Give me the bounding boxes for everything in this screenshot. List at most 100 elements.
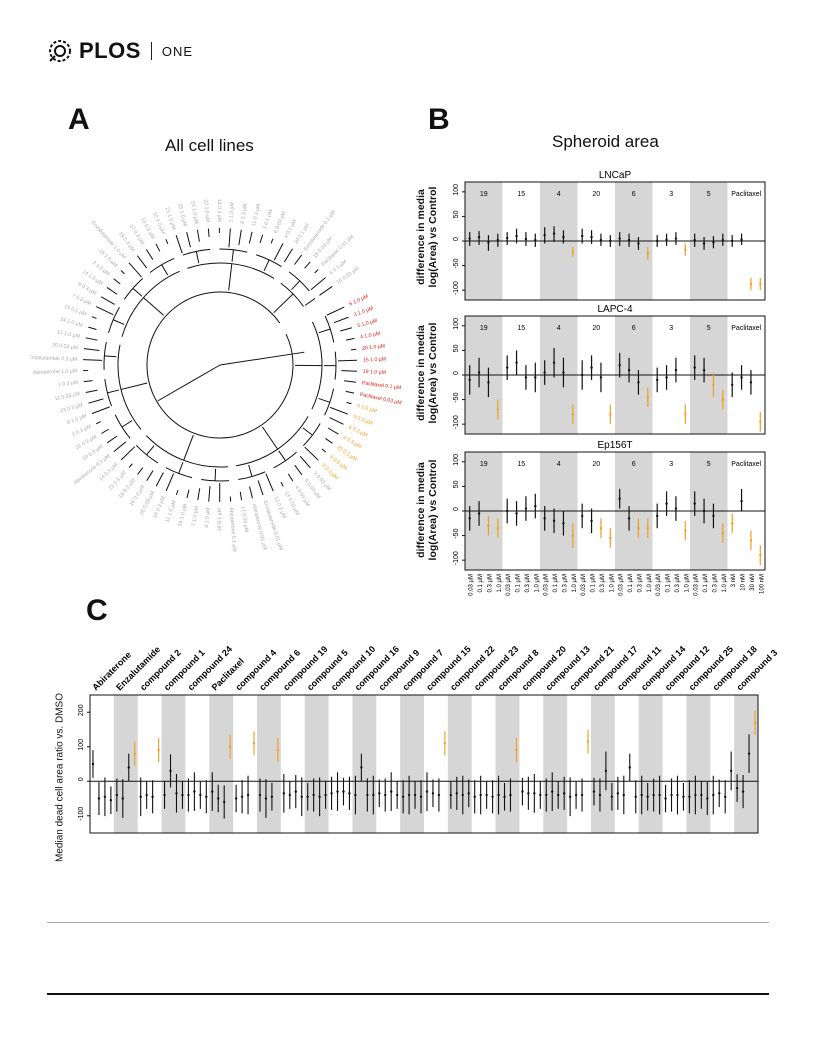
panel-a-title: All cell lines [165,136,254,155]
data-point [693,238,696,242]
dendrogram-leaf-branch [207,228,210,238]
dendrogram-cluster-arc [324,388,335,416]
y-tick-label: 100 [453,318,460,330]
data-point [348,792,351,795]
data-point [721,238,725,242]
data-point [199,793,202,797]
data-point [515,361,518,364]
dendrogram-leaf-branch [155,472,164,487]
dendrogram-cluster-branch [231,249,234,262]
data-point [505,509,509,513]
dendrogram-leaf-branch [304,261,311,269]
dendrogram-leaf-branch [287,473,294,482]
dendrogram-leaf-label: 6 1.0 µM [356,403,377,415]
dendrogram-leaf-branch [238,229,242,246]
data-point [487,381,490,384]
data-point [721,398,725,401]
data-point [336,790,339,793]
dendrogram-leaf-label: 8 1.0 µM [66,413,87,426]
data-point [618,497,621,500]
data-point [712,793,715,797]
data-point [655,514,659,518]
dendrogram-leaf-branch [329,406,349,415]
data-point [543,233,546,237]
data-point [590,366,593,369]
data-point [729,769,733,773]
data-point [534,238,537,242]
data-point [702,509,706,513]
data-point [580,793,584,797]
data-point [477,371,481,374]
brand-name: PLOS [79,38,141,63]
data-point [181,793,184,797]
dendrogram-leaf-branch [197,488,201,501]
journal-name: ONE [161,43,194,59]
data-point [534,376,537,379]
dendrogram-cluster-arc [324,315,335,343]
dendrogram-root-arc [146,291,294,439]
data-point [688,795,691,798]
data-point [665,238,668,241]
dendrogram-cluster-branch [121,420,133,428]
data-point [684,248,687,252]
dendrogram-leaf-branch [145,249,154,260]
dendrogram-leaf-label: 17 0.03 µM [239,506,249,533]
data-point [730,522,734,525]
x-tick-label: 0.03 µM [656,574,662,596]
data-point [552,361,556,364]
group-label: 6 [632,191,636,198]
dendrogram-leaf-branch [248,231,253,244]
group-shade [591,695,615,833]
dendrogram-leaf-label: 25 1.0 µM [176,203,187,227]
group-shade [209,695,234,833]
dendrogram-leaf-branch [165,473,175,492]
x-tick-label: 0.3 µM [637,574,643,592]
x-tick-label: 0.1 µM [553,574,559,592]
data-point [646,527,650,530]
dendrogram-subtree-branch [143,297,165,316]
data-point [571,413,575,416]
x-tick-label: 0.1 µM [516,574,522,592]
data-point [468,378,471,382]
dendrogram-leaf-branch [327,427,339,435]
ylabel-line-1: difference in media [415,189,427,285]
data-point [157,749,160,752]
data-point [477,235,481,239]
data-point [431,792,435,795]
group-shade [543,695,568,833]
dendrogram-leaf-label: 11 1.0 µM [165,500,178,524]
data-point [175,792,178,795]
data-point [627,238,631,242]
data-point [115,793,119,797]
dendrogram-leaf-label: 2 0.3 µM [71,424,92,438]
data-point [479,793,482,797]
dendrogram-leaf-branch [294,464,303,476]
group-label: 20 [592,461,600,468]
data-point [145,793,148,797]
dendrogram-leaf-branch [265,473,274,492]
data-point [571,534,575,537]
data-point [634,795,637,798]
x-tick-label: 3 nM [731,574,737,587]
data-point [264,797,268,800]
data-point [473,795,476,798]
plos-logo-icon [49,40,71,62]
x-tick-label: 1.0 µM [609,574,615,592]
data-point [384,793,387,797]
x-tick-label: 0.3 µM [525,574,531,592]
dendrogram-leaf-branch [120,446,136,461]
dendrogram-leaf-label: 19 0.1 µM [217,508,223,531]
data-point [401,795,405,798]
data-point [618,237,621,240]
group-label: 19 [480,461,488,468]
data-point [730,383,734,387]
dendrogram-leaf-branch [340,327,352,332]
dendrogram-leaf-branch [343,380,356,383]
x-tick-label: 1.0 µM [647,574,653,592]
data-point [496,238,500,242]
y-tick-label: -100 [453,415,460,429]
data-point [193,790,196,793]
chart-frame [89,694,759,834]
dendrogram-cluster-branch [132,287,143,297]
